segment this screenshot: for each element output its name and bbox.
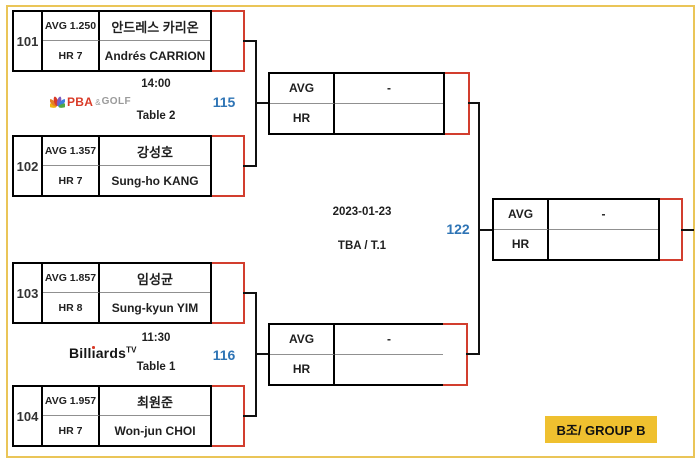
semifinal-1-box: AVG - HR xyxy=(268,72,445,135)
player-name-kr: 안드레스 카리온 xyxy=(100,12,210,41)
player-avg: AVG 1.357 xyxy=(43,137,100,166)
pba-peacock-icon xyxy=(50,96,65,108)
seed-number: 104 xyxy=(14,387,43,445)
pba-logo-golf: GOLF xyxy=(101,96,131,107)
session-time: 11:30 xyxy=(141,332,171,344)
session-table: Table 2 xyxy=(136,110,176,122)
group-badge: B조/ GROUP B xyxy=(545,416,657,443)
connector-line xyxy=(681,229,694,231)
avg-label: AVG xyxy=(270,325,335,355)
connector-line xyxy=(243,415,257,417)
player-name-en: Sung-kyun YIM xyxy=(111,300,199,315)
connector-line xyxy=(255,353,268,355)
winner-slot-116 xyxy=(443,323,468,386)
hr-label: HR xyxy=(270,354,335,384)
billiards-red-dot-icon xyxy=(92,346,95,349)
hr-label: HR xyxy=(270,103,335,133)
hr-value xyxy=(549,230,658,260)
winner-slot-122 xyxy=(660,198,683,261)
player-name-kr: 최원준 xyxy=(100,387,210,416)
hr-value xyxy=(335,355,443,385)
page-border xyxy=(6,5,695,458)
match-row-102: 102 AVG 1.357 강성호 HR 7 Sung-ho KANG xyxy=(12,135,212,197)
seed-number: 102 xyxy=(14,137,43,195)
player-avg: AVG 1.250 xyxy=(43,12,100,41)
connector-line xyxy=(243,292,257,294)
hr-value xyxy=(335,104,443,134)
winner-slot-103 xyxy=(212,262,245,324)
player-avg: AVG 1.857 xyxy=(43,264,100,293)
match-number-116: 116 xyxy=(212,347,236,363)
connector-line xyxy=(243,165,257,167)
connector-line xyxy=(466,353,480,355)
final-box: AVG - HR xyxy=(492,198,660,261)
player-hr: HR 7 xyxy=(43,166,100,195)
player-name-kr: 강성호 xyxy=(100,137,210,166)
billiards-tv-superscript: TV xyxy=(126,345,137,355)
connector-line xyxy=(478,102,480,355)
player-name-en: Sung-ho KANG xyxy=(111,173,199,188)
player-hr: HR 7 xyxy=(43,416,100,445)
avg-value: - xyxy=(335,325,443,355)
match-number-115: 115 xyxy=(212,94,236,110)
match-row-101: 101 AVG 1.250 안드레스 카리온 HR 7 Andrés CARRI… xyxy=(12,10,212,72)
seed-number: 101 xyxy=(14,12,43,70)
winner-slot-102 xyxy=(212,135,245,197)
avg-label: AVG xyxy=(494,200,549,230)
pba-golf-logo: PBA & GOLF xyxy=(50,94,131,109)
connector-line xyxy=(255,102,268,104)
player-avg: AVG 1.957 xyxy=(43,387,100,416)
player-name-en: Won-jun CHOI xyxy=(114,423,196,438)
match-number-122: 122 xyxy=(446,221,470,237)
pba-logo-text: PBA xyxy=(67,94,94,109)
connector-line xyxy=(478,229,492,231)
avg-label: AVG xyxy=(270,74,335,104)
final-venue: TBA / T.1 xyxy=(337,240,387,252)
player-hr: HR 7 xyxy=(43,41,100,70)
hr-label: HR xyxy=(494,229,549,259)
avg-value: - xyxy=(335,74,443,104)
connector-line xyxy=(468,102,480,104)
match-row-104: 104 AVG 1.957 최원준 HR 7 Won-jun CHOI xyxy=(12,385,212,447)
winner-slot-101 xyxy=(212,10,245,72)
player-name-kr: 임성균 xyxy=(100,264,210,293)
seed-number: 103 xyxy=(14,264,43,322)
final-date: 2023-01-23 xyxy=(332,206,392,218)
connector-line xyxy=(243,40,257,42)
avg-value: - xyxy=(549,200,658,230)
semifinal-2-box: AVG - HR xyxy=(268,323,445,386)
winner-slot-115 xyxy=(445,72,470,135)
player-name-en: Andrés CARRION xyxy=(104,48,206,63)
match-row-103: 103 AVG 1.857 임성균 HR 8 Sung-kyun YIM xyxy=(12,262,212,324)
session-table: Table 1 xyxy=(136,361,176,373)
winner-slot-104 xyxy=(212,385,245,447)
pba-logo-amp: & xyxy=(95,98,101,107)
session-time: 14:00 xyxy=(141,78,171,90)
player-hr: HR 8 xyxy=(43,293,100,322)
